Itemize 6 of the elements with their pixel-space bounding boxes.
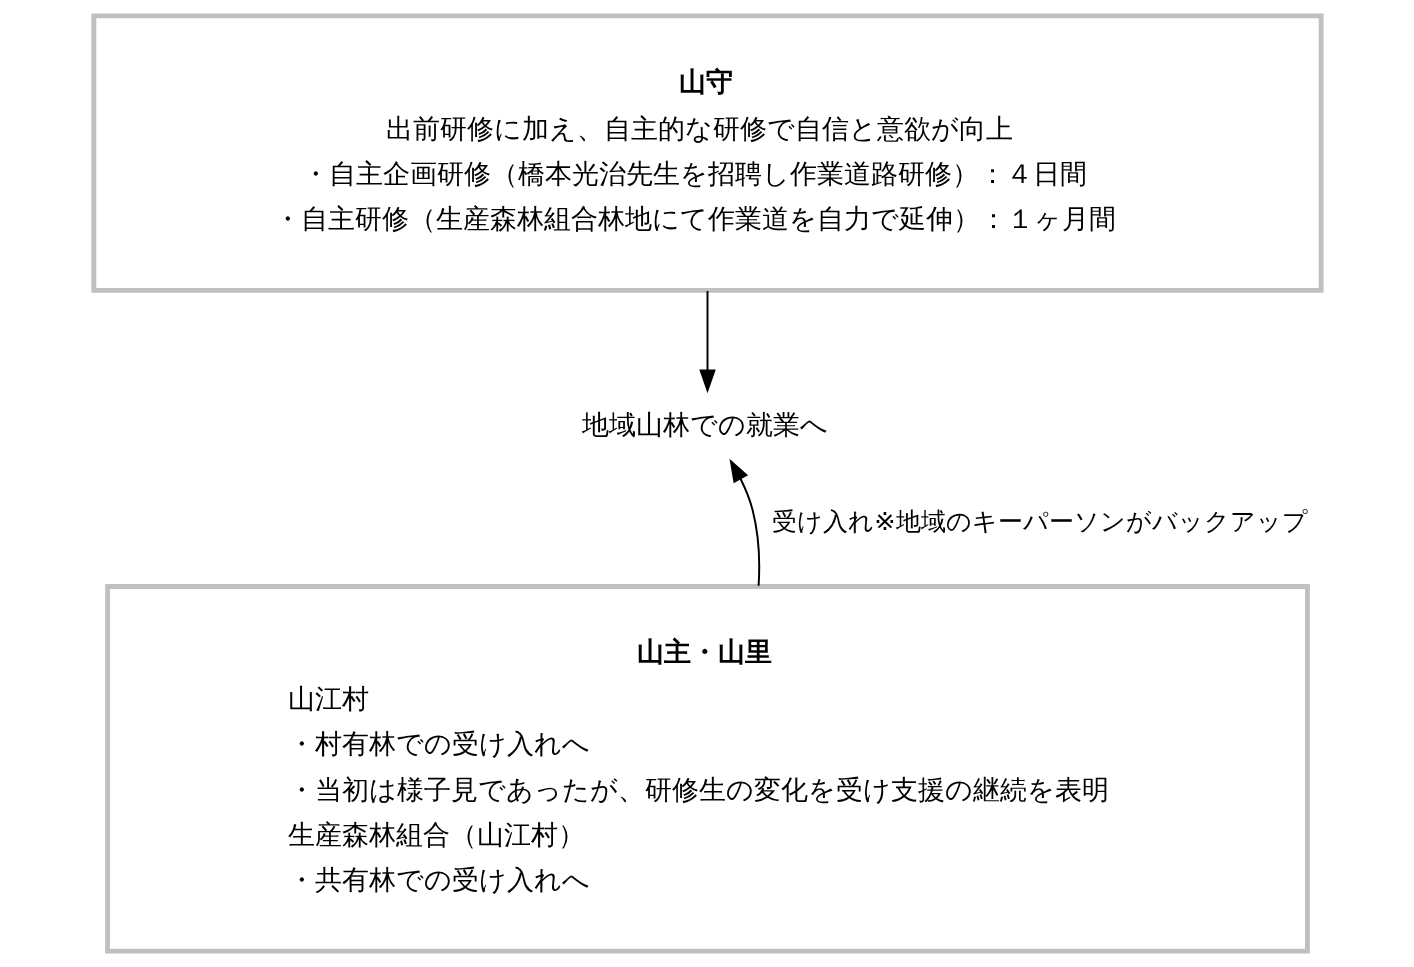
- arrow: [728, 458, 760, 587]
- arrow: [698, 290, 716, 394]
- node-box: 山主・山里 山江村 ・村有林での受け入れへ ・当初は様子見であったが、研修生の変化を受け支援の継続を表明 生産森林組合（山江村） ・共有林での受け入れへ: [104, 583, 1310, 954]
- edge-label: 受け入れ※地域のキーパーソンがバックアップ: [771, 506, 1308, 537]
- node-text: 地域山林での就業へ: [581, 408, 828, 440]
- node-box: 山守 出前研修に加え、自主的な研修で自信と意欲が向上 ・自主企画研修（橋本光治先生を招聘し作業道路研修）：４日間 ・自主研修（生産森林組合林地にて作業道を自力で延伸）：１ヶ月間: [90, 13, 1324, 293]
